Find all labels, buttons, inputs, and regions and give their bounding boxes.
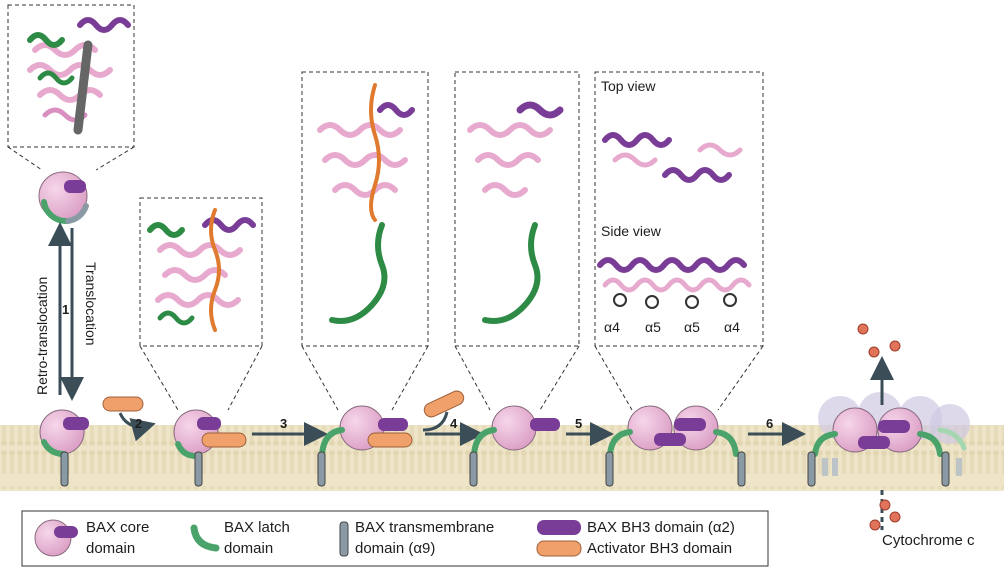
bax-membrane-stage-1 bbox=[39, 409, 89, 487]
step-5-number: 5 bbox=[575, 416, 582, 431]
legend-tm-icon bbox=[339, 521, 349, 557]
cytochrome-c-label: Cytochrome c bbox=[882, 532, 975, 549]
cytosolic-bax bbox=[38, 171, 89, 225]
legend-tm-line1: BAX transmembrane bbox=[355, 519, 494, 536]
step-4-number: 4 bbox=[450, 416, 458, 431]
bax-dimer-panel: Top view Side view α4 α5 α5 α4 bbox=[594, 71, 764, 411]
retro-translocation-label: Retro-translocation bbox=[34, 277, 50, 395]
translocation-label: Translocation bbox=[83, 262, 99, 346]
legend-latch-line2: domain bbox=[224, 540, 273, 557]
step-2-number: 2 bbox=[135, 416, 142, 431]
extended-bax-ribbon bbox=[317, 83, 415, 324]
inactive-bax-structure-panel bbox=[7, 4, 135, 171]
legend-core-line1: BAX core bbox=[86, 519, 149, 536]
helix-label-a4-left: α4 bbox=[604, 319, 620, 335]
activator-bh3-free-1 bbox=[102, 396, 144, 412]
legend-tm-line2: domain (α9) bbox=[355, 540, 435, 557]
legend-latch-line1: BAX latch bbox=[224, 519, 290, 536]
step-1-number: 1 bbox=[62, 302, 69, 317]
legend-bh3-icon bbox=[537, 520, 581, 535]
legend-bh3-label: BAX BH3 domain (α2) bbox=[587, 519, 735, 536]
step-2-arrow bbox=[118, 412, 156, 442]
bax-activator-ribbon bbox=[147, 208, 256, 332]
bax-monomer-ribbon bbox=[467, 101, 564, 324]
bax-membrane-stage-4 bbox=[469, 405, 560, 487]
bax-membrane-stage-3 bbox=[317, 405, 413, 487]
bax-pore-oligomer bbox=[807, 392, 970, 487]
inactive-bax-ribbon bbox=[27, 17, 131, 135]
top-view-label: Top view bbox=[601, 78, 656, 94]
bax-membrane-stage-2 bbox=[173, 409, 247, 487]
dimer-side-view-ribbon bbox=[597, 257, 752, 309]
step-6-number: 6 bbox=[766, 416, 773, 431]
step-4-arrow-release bbox=[422, 411, 449, 432]
legend: BAX core domain BAX latch domain BAX tra… bbox=[21, 510, 769, 567]
step-3-number: 3 bbox=[280, 416, 287, 431]
legend-activator-label: Activator BH3 domain bbox=[587, 540, 732, 557]
legend-latch-icon bbox=[190, 524, 220, 552]
helix-label-a5-left: α5 bbox=[645, 319, 661, 335]
helix-label-a4-right: α4 bbox=[724, 319, 740, 335]
legend-activator-icon bbox=[536, 540, 582, 557]
legend-core-icon bbox=[34, 519, 78, 557]
dimer-top-view-ribbon bbox=[602, 132, 743, 183]
cytochrome-c-release: Cytochrome c bbox=[857, 323, 975, 549]
bax-monomer-panel bbox=[454, 71, 580, 411]
bax-activator-complex-panel bbox=[139, 197, 263, 411]
legend-core-line2: domain bbox=[86, 540, 135, 557]
translocation-arrows: Retro-translocation Translocation 1 bbox=[34, 222, 99, 401]
helix-label-a5-right: α5 bbox=[684, 319, 700, 335]
side-view-label: Side view bbox=[601, 223, 662, 239]
extended-bax-panel bbox=[301, 71, 429, 411]
activator-bh3-released bbox=[423, 390, 465, 418]
bax-membrane-stage-5-dimer bbox=[605, 405, 746, 487]
